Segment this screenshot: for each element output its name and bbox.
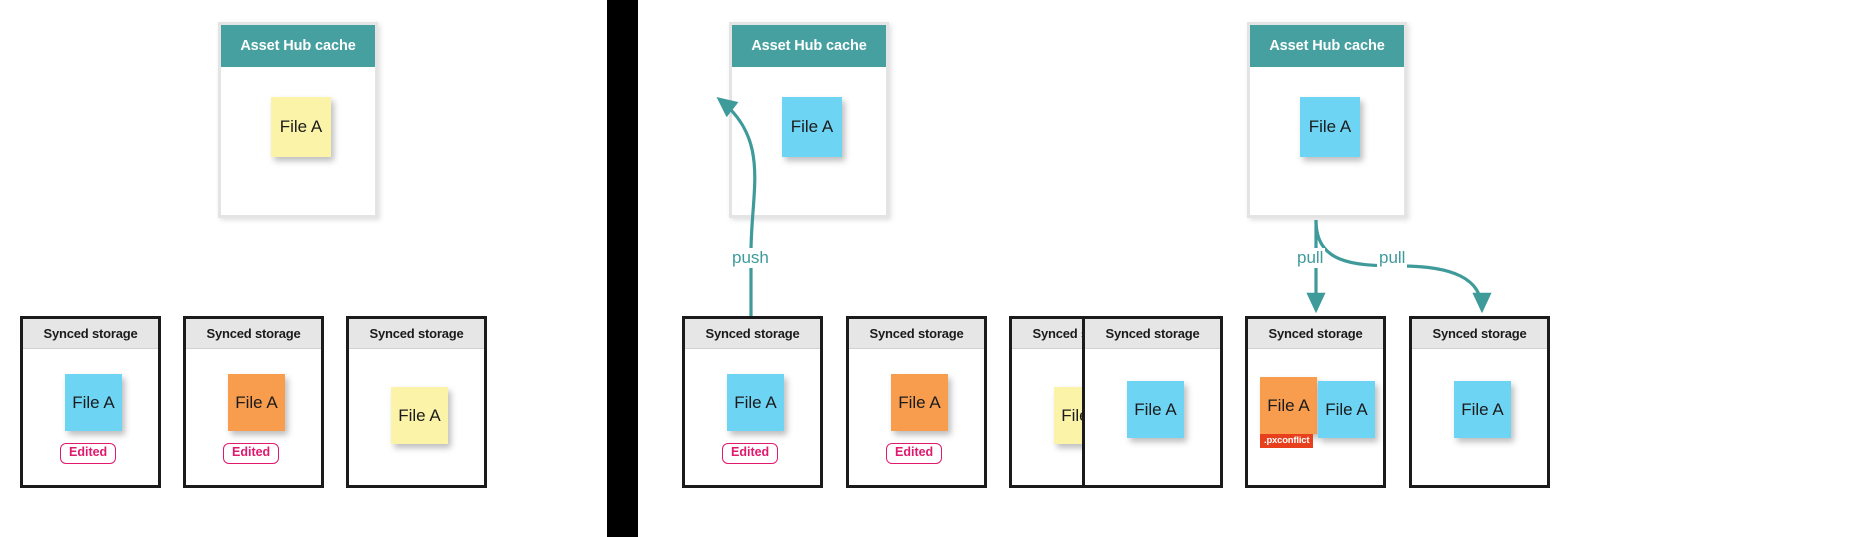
file-note-blue: File A xyxy=(1300,97,1360,157)
file-note-blue: File A xyxy=(1454,381,1511,438)
cache-panel-title: Asset Hub cache xyxy=(221,25,375,67)
storage-body: File A xyxy=(1412,349,1547,485)
stage-three-cache-panel: Asset Hub cache File A xyxy=(1247,22,1407,218)
section-divider-left xyxy=(607,0,638,537)
file-note-label: File A xyxy=(1134,399,1177,419)
storage-title: Synced storage xyxy=(1085,319,1220,349)
storage-body: File A Edited xyxy=(186,349,321,485)
stage-one-cache-panel: Asset Hub cache File A xyxy=(218,22,378,218)
file-note-label: File A xyxy=(1461,399,1504,419)
edited-badge: Edited xyxy=(60,443,117,464)
cache-panel-title: Asset Hub cache xyxy=(1250,25,1404,67)
stage-two-storage-1: Synced storage File A Edited xyxy=(682,316,823,488)
file-note-label: File A xyxy=(734,392,777,412)
cache-panel-body: File A xyxy=(1250,67,1404,215)
file-note-orange-conflict: File A .pxconflict xyxy=(1260,377,1317,448)
file-note-blue: File A xyxy=(782,97,842,157)
file-note-label: File A xyxy=(279,117,323,136)
pxconflict-badge: .pxconflict xyxy=(1260,433,1314,448)
file-note-label: File A xyxy=(1325,399,1368,419)
storage-body: File A Edited xyxy=(685,349,820,485)
pull-arrow-label-left: pull xyxy=(1295,248,1326,268)
file-note-label: File A xyxy=(1308,117,1352,136)
storage-body: File A xyxy=(1085,349,1220,485)
file-note-yellow: File A xyxy=(391,387,448,444)
stage-two-cache-panel: Asset Hub cache File A xyxy=(729,22,889,218)
storage-body: File A xyxy=(349,349,484,485)
file-note-orange: File A xyxy=(891,374,948,431)
stage-one-storage-2: Synced storage File A Edited xyxy=(183,316,324,488)
pull-arrow-label-right: pull xyxy=(1377,248,1408,268)
storage-title: Synced storage xyxy=(1248,319,1383,349)
stage-three-storage-3: Synced storage File A xyxy=(1409,316,1550,488)
file-note-label: File A xyxy=(398,405,441,425)
storage-body: File A Edited xyxy=(23,349,158,485)
file-note-label: File A xyxy=(1267,395,1310,415)
file-note-label: File A xyxy=(898,392,941,412)
stage-three-storage-2: Synced storage File A .pxconflict File A xyxy=(1245,316,1386,488)
cache-panel-body: File A xyxy=(221,67,375,215)
stage-two-storage-2: Synced storage File A Edited xyxy=(846,316,987,488)
storage-title: Synced storage xyxy=(186,319,321,349)
stage-three-storage-1: Synced storage File A xyxy=(1082,316,1223,488)
storage-title: Synced storage xyxy=(685,319,820,349)
storage-body: File A .pxconflict File A xyxy=(1248,349,1383,485)
stage-one-storage-3: Synced storage File A xyxy=(346,316,487,488)
file-note-orange: File A xyxy=(228,374,285,431)
file-note-blue: File A xyxy=(727,374,784,431)
edited-badge: Edited xyxy=(886,443,943,464)
edited-badge: Edited xyxy=(722,443,779,464)
edited-badge: Edited xyxy=(223,443,280,464)
storage-title: Synced storage xyxy=(849,319,984,349)
file-note-label: File A xyxy=(235,392,278,412)
push-arrow-label: push xyxy=(730,248,771,268)
file-note-label: File A xyxy=(72,392,115,412)
file-note-yellow: File A xyxy=(271,97,331,157)
file-note-blue: File A xyxy=(1127,381,1184,438)
storage-body: File A Edited xyxy=(849,349,984,485)
file-note-blue: File A xyxy=(65,374,122,431)
file-note-label: File A xyxy=(790,117,834,136)
storage-title: Synced storage xyxy=(1412,319,1547,349)
storage-title: Synced storage xyxy=(23,319,158,349)
cache-panel-body: File A xyxy=(732,67,886,215)
stage-one-storage-1: Synced storage File A Edited xyxy=(20,316,161,488)
file-note-blue: File A xyxy=(1318,381,1375,438)
cache-panel-title: Asset Hub cache xyxy=(732,25,886,67)
storage-title: Synced storage xyxy=(349,319,484,349)
